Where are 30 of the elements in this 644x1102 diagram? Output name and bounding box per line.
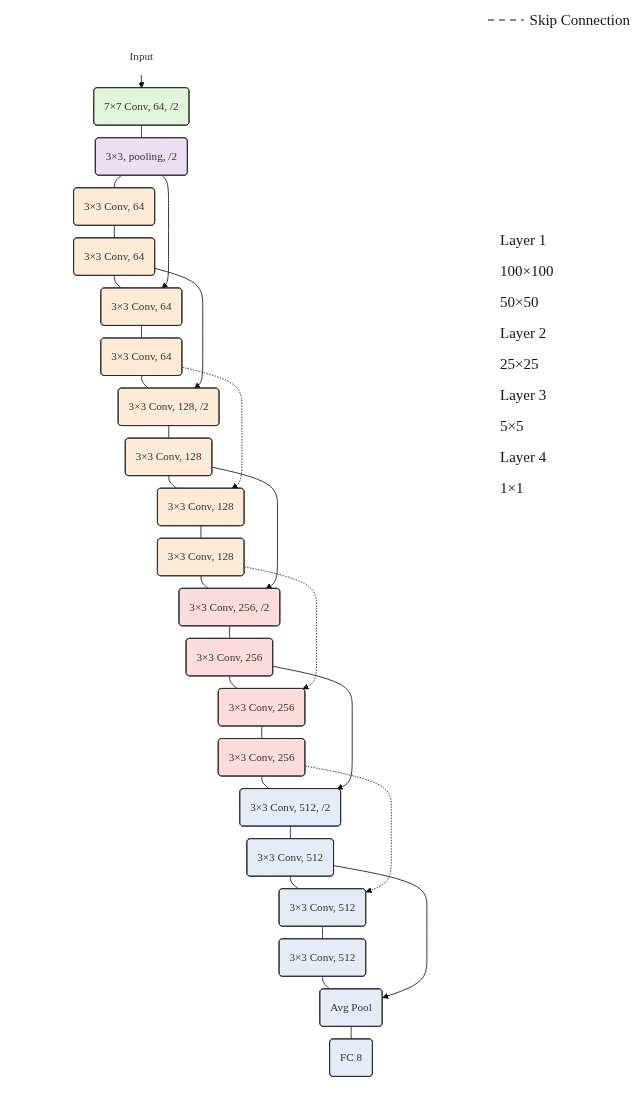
connector — [322, 976, 331, 990]
connector — [229, 675, 238, 690]
connector — [289, 876, 299, 890]
connector — [113, 225, 115, 239]
connector — [140, 125, 142, 139]
connector — [261, 775, 270, 790]
connector — [168, 475, 178, 489]
legend-label: Skip Connection — [529, 11, 630, 29]
connector — [321, 926, 323, 940]
connector — [113, 175, 122, 189]
node-text: Input — [129, 50, 153, 62]
annotation-label: 5×5 — [500, 418, 525, 435]
connector — [200, 575, 209, 590]
connector — [140, 375, 149, 389]
annotation-label: 1×1 — [500, 480, 525, 497]
annotation-label: Layer 3 — [500, 387, 548, 404]
connector — [228, 625, 230, 640]
annotation-label: 100×100 — [500, 263, 554, 280]
connector — [289, 826, 291, 840]
annotation-label: Layer 2 — [500, 325, 548, 342]
connector — [200, 525, 202, 539]
annotation-label: 50×50 — [500, 294, 540, 311]
connector — [113, 275, 122, 289]
connector — [168, 425, 170, 439]
connector — [261, 725, 263, 740]
annotation-label: Layer 4 — [500, 449, 548, 466]
connector — [140, 325, 142, 339]
annotation-label: Layer 1 — [500, 232, 548, 249]
annotation-label: 25×25 — [500, 356, 540, 373]
connector — [350, 1026, 352, 1040]
